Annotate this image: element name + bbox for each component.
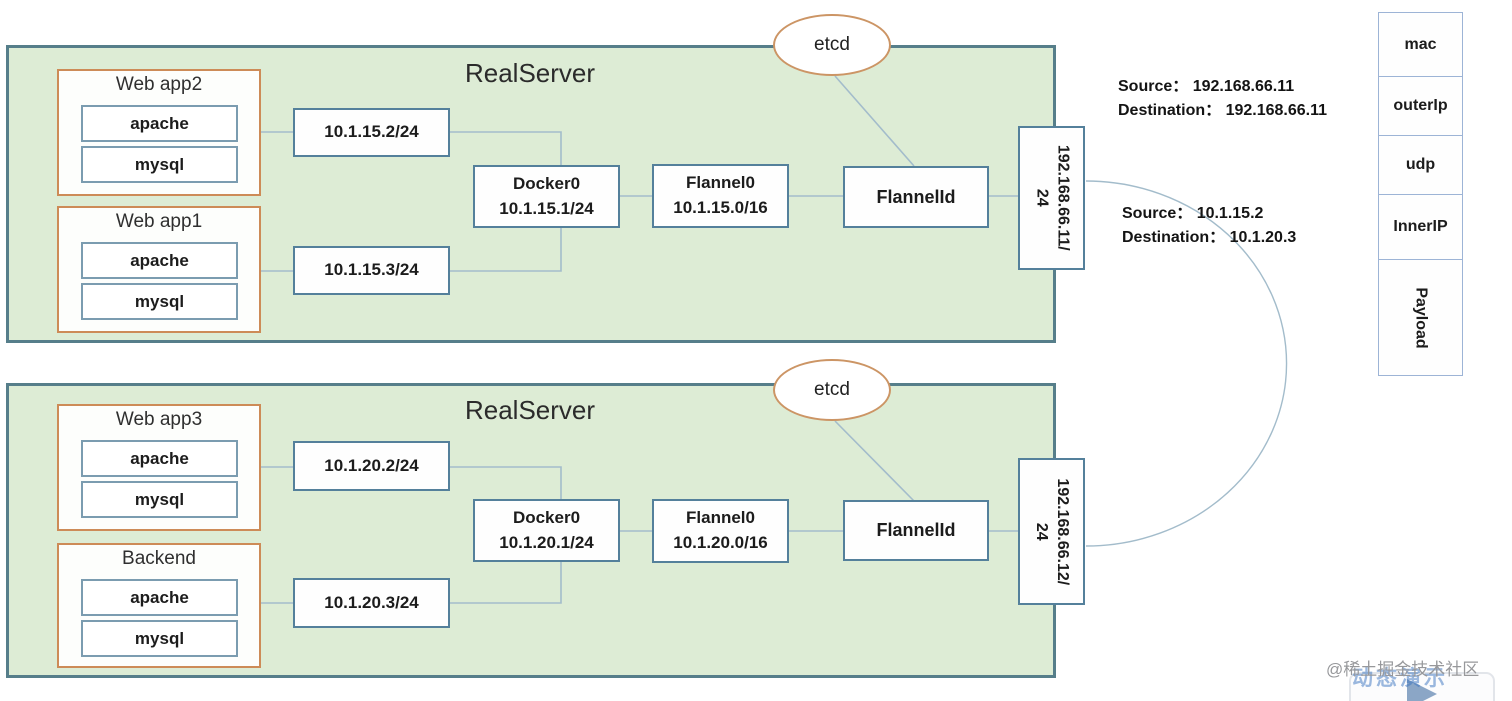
inner-source: Source： 10.1.15.2 xyxy=(1122,205,1264,222)
docker0-ip: 10.1.20.1/24 xyxy=(499,532,594,552)
etcd-node: etcd xyxy=(773,14,891,76)
service-box-mysql: mysql xyxy=(81,283,238,320)
watermark-text: @稀土掘金技术社区 xyxy=(1326,660,1480,679)
flannel0-ip: 10.1.20.0/16 xyxy=(673,533,768,552)
pod-ip-box: 10.1.15.2/24 xyxy=(293,108,450,157)
app-group-webapp2: Web app2 apache mysql xyxy=(57,69,261,196)
flanneld-box: FlannelId xyxy=(843,166,989,228)
flannel0-box: Flannel0 10.1.15.0/16 xyxy=(652,164,789,228)
packet-field-payload: Payload xyxy=(1378,259,1463,376)
watermark-logo-text: 动态演示 xyxy=(1352,667,1448,690)
packet-field-mac: mac xyxy=(1378,12,1463,77)
app-group-title: Web app2 xyxy=(115,74,203,95)
packet-field-innerip: InnerIP xyxy=(1378,194,1463,260)
flannel0-box: Flannel0 10.1.20.0/16 xyxy=(652,499,789,563)
inner-destination: Destination： 10.1.20.3 xyxy=(1122,229,1297,246)
packet-structure: mac outerIp udp InnerIP Payload xyxy=(1378,12,1463,376)
host-ip-line2: 24 xyxy=(1033,189,1051,207)
host-ip-text: 192.168.66.12/ 24 xyxy=(1031,478,1073,585)
play-icon xyxy=(1349,672,1495,701)
pod-ip-box: 10.1.20.2/24 xyxy=(293,441,450,491)
packet-field-udp: udp xyxy=(1378,135,1463,195)
packet-field-outerip: outerIp xyxy=(1378,76,1463,136)
service-box-apache: apache xyxy=(81,579,238,616)
flanneld-box: FlannelId xyxy=(843,500,989,561)
service-box-apache: apache xyxy=(81,440,238,477)
app-group-backend: Backend apache mysql xyxy=(57,543,261,668)
host-ip-line2: 24 xyxy=(1033,522,1051,541)
outer-packet-annotation: Source： 192.168.66.11 Destination： 192.1… xyxy=(1118,75,1327,123)
realserver-1-title: RealServer xyxy=(464,58,596,88)
docker0-ip: 10.1.15.1/24 xyxy=(499,198,594,218)
app-group-title: Web app1 xyxy=(115,211,203,232)
outer-destination: Destination： 192.168.66.11 xyxy=(1118,102,1328,119)
service-box-mysql: mysql xyxy=(81,481,238,518)
pod-ip-box: 10.1.20.3/24 xyxy=(293,578,450,628)
docker0-name: Docker0 xyxy=(512,507,581,527)
inner-packet-annotation: Source： 10.1.15.2 Destination： 10.1.20.3 xyxy=(1122,202,1296,250)
host-ip-box: 192.168.66.11/ 24 xyxy=(1018,126,1085,270)
pod-ip-box: 10.1.15.3/24 xyxy=(293,246,450,295)
app-group-title: Backend xyxy=(122,548,196,569)
service-box-mysql: mysql xyxy=(81,146,238,183)
app-group-webapp3: Web app3 apache mysql xyxy=(57,404,261,531)
host-ip-text: 192.168.66.11/ 24 xyxy=(1031,145,1073,251)
flannel0-name: Flannel0 xyxy=(686,508,755,528)
service-box-mysql: mysql xyxy=(81,620,238,657)
host-ip-box: 192.168.66.12/ 24 xyxy=(1018,458,1085,605)
docker0-box: Docker0 10.1.15.1/24 xyxy=(473,165,620,228)
host-ip-line1: 192.168.66.11/ xyxy=(1054,145,1072,251)
flannel0-ip: 10.1.15.0/16 xyxy=(673,198,768,217)
docker0-box: Docker0 10.1.20.1/24 xyxy=(473,499,620,562)
host-ip-line1: 192.168.66.12/ xyxy=(1054,478,1072,585)
service-box-apache: apache xyxy=(81,242,238,279)
app-group-webapp1: Web app1 apache mysql xyxy=(57,206,261,333)
app-group-title: Web app3 xyxy=(115,409,203,430)
service-box-apache: apache xyxy=(81,105,238,142)
docker0-name: Docker0 xyxy=(512,173,581,193)
realserver-2-title: RealServer xyxy=(464,395,596,425)
play-triangle-icon xyxy=(1407,679,1437,701)
payload-label: Payload xyxy=(1412,286,1430,349)
outer-source: Source： 192.168.66.11 xyxy=(1118,78,1295,95)
etcd-node: etcd xyxy=(773,359,891,421)
flannel0-name: Flannel0 xyxy=(686,173,755,193)
